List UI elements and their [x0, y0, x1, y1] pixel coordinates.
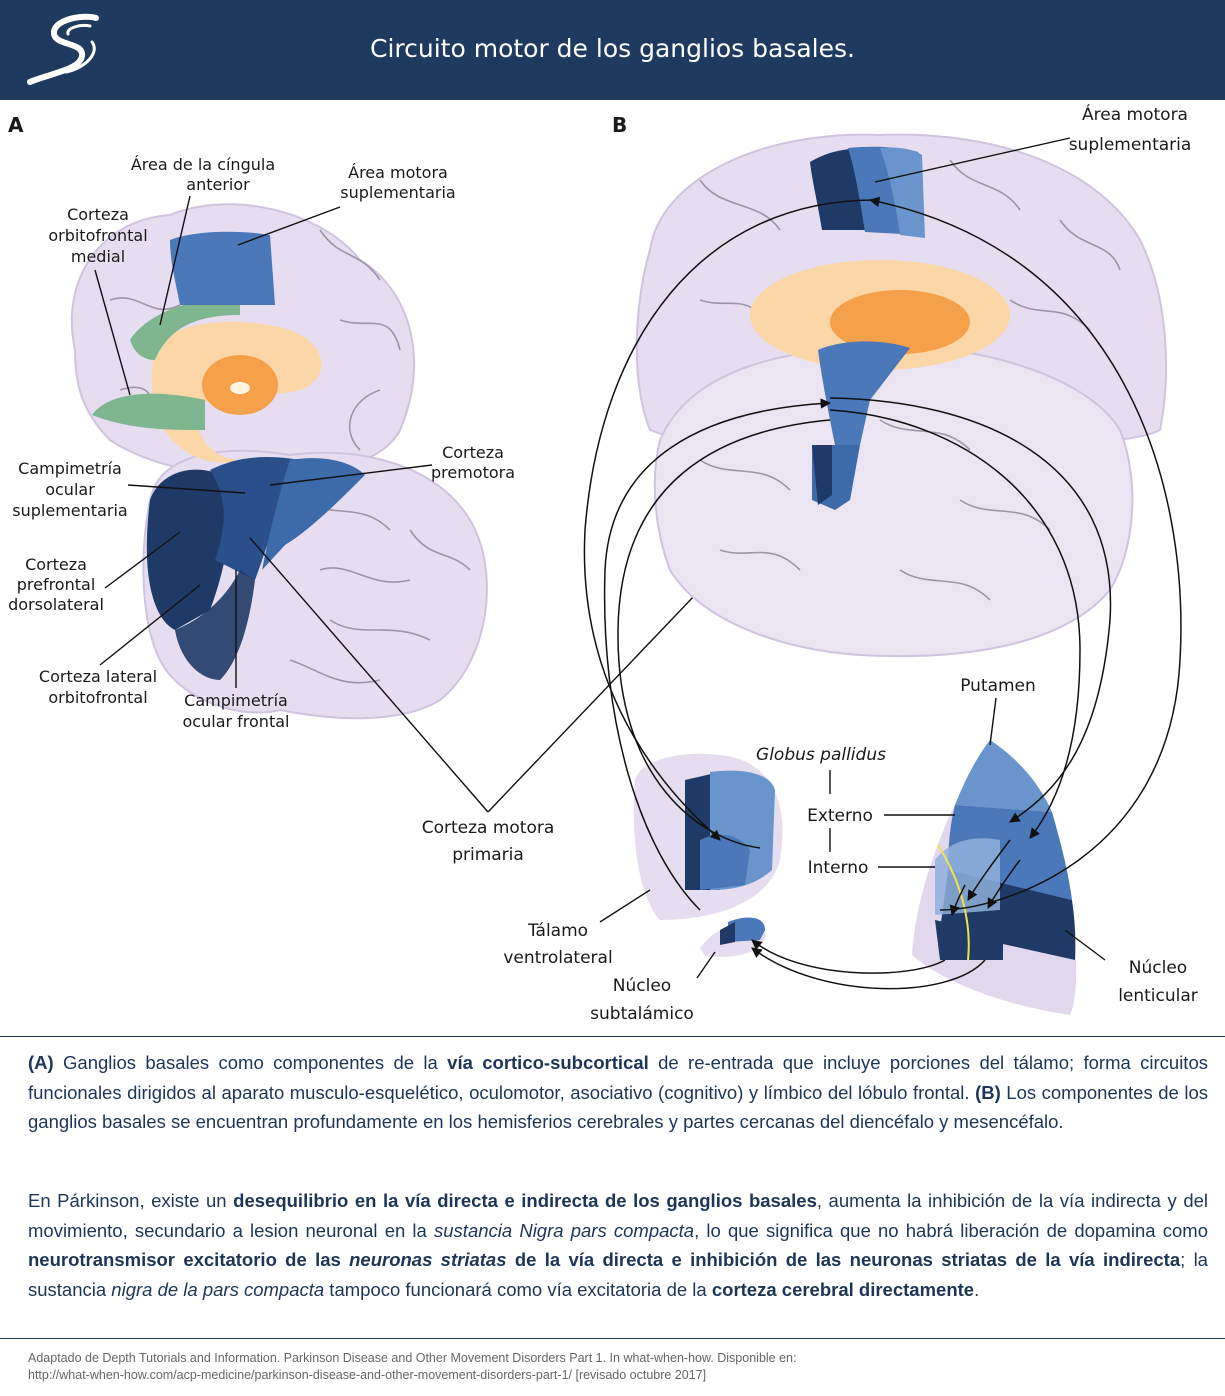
caption-paragraph-2: En Párkinson, existe un desequilibrio en… [28, 1186, 1208, 1304]
label-sma-b-2: suplementaria [1069, 135, 1192, 155]
caption-text: En Párkinson, existe un [28, 1190, 234, 1211]
caption-text: . [974, 1278, 980, 1300]
panel-b-letter: B [612, 113, 627, 137]
label-talamo: Tálamo [527, 921, 588, 941]
label-camp-sup-2: ocular [45, 480, 95, 499]
caption-italic: nigra de la pars compacta [111, 1278, 325, 1300]
label-cingula: Área de la cíngula [131, 155, 275, 174]
caption-text: Los componentes de los ganglios basales … [28, 1081, 1209, 1133]
caption-text: tampoco funcionará como vía excitatoria … [324, 1278, 712, 1300]
label-putamen: Putamen [960, 676, 1036, 696]
label-cingula-2: anterior [186, 175, 250, 194]
reference-line-1: Adaptado de Depth Tutorials and Informat… [28, 1351, 797, 1365]
label-globus: Globus pallidus [756, 745, 886, 765]
label-camp-front-2: ocular frontal [183, 712, 290, 731]
label-ofm: Corteza [67, 205, 129, 224]
label-sma-a: Área motora [348, 163, 448, 182]
panel-b-circuit-lines [583, 196, 1182, 990]
panel-b-labels: Área motora suplementaria Putamen Globus… [503, 103, 1197, 1024]
panel-b-brain [635, 133, 1167, 658]
caption-bold: de la vía directa e inhibición de las ne… [506, 1249, 1181, 1270]
caption-text: Ganglios basales como componentes de la [53, 1052, 448, 1073]
caption-b-marker: (B) [975, 1081, 1001, 1103]
caption-text: ; la sustancia [28, 1249, 1208, 1300]
caption-text: , aumenta la inhibición de la vía indire… [28, 1190, 1209, 1241]
page-title: Circuito motor de los ganglios basales. [370, 34, 855, 63]
panel-a-brain [70, 203, 488, 720]
label-nst-2: subtalámico [590, 1004, 694, 1024]
label-dlpfc-2: prefrontal [17, 575, 96, 594]
label-premotor-2: premotora [431, 463, 515, 482]
divider-bottom [0, 1338, 1225, 1339]
caption-bold: neurotransmisor excitatorio de las [28, 1249, 350, 1270]
panel-a-labels: Área de la cíngula anterior Área motora … [8, 155, 554, 865]
header-bar: Circuito motor de los ganglios basales. [0, 0, 1225, 100]
divider-top [0, 1036, 1225, 1037]
reference-url: http://what-when-how.com/acp-medicine/pa… [28, 1368, 707, 1382]
swirl-logo-icon [27, 13, 99, 85]
caption-bold: corteza cerebral directamente [711, 1278, 975, 1300]
caption-text: de re-entrada que incluye porciones del … [28, 1052, 1208, 1103]
label-ofm-3: medial [71, 247, 125, 266]
caption-paragraph-1: (A) Ganglios basales como componentes de… [28, 1048, 1208, 1137]
label-lof-2: orbitofrontal [48, 688, 147, 707]
panel-b-basal-ganglia [633, 740, 1077, 1015]
label-m1: Corteza motora [422, 818, 555, 838]
label-ofm-2: orbitofrontal [48, 226, 147, 245]
label-sma-b: Área motora [1082, 103, 1188, 125]
caption-a-marker: (A) [28, 1052, 54, 1073]
label-nst: Núcleo [613, 976, 671, 996]
label-sma-a-2: suplementaria [340, 183, 455, 202]
caption-text: , lo que significa que no habrá liberaci… [694, 1219, 1208, 1241]
label-talamo-2: ventrolateral [503, 948, 612, 968]
label-camp-sup-3: suplementaria [12, 501, 127, 520]
label-externo: Externo [807, 806, 873, 826]
label-lof: Corteza lateral [39, 667, 157, 686]
basal-ganglia-figure: A B Área de la cíngula anterior Área mot… [8, 103, 1198, 1024]
label-dlpfc: Corteza [25, 555, 87, 574]
label-interno: Interno [808, 858, 869, 878]
caption-bold-italic: neuronas striatas [349, 1249, 507, 1270]
label-camp-front: Campimetría [184, 691, 288, 710]
label-lenticular-2: lenticular [1118, 986, 1198, 1006]
label-premotor: Corteza [442, 443, 504, 462]
label-camp-sup: Campimetría [18, 459, 122, 478]
caption-italic: sustancia Nigra pars compacta [434, 1219, 695, 1241]
label-dlpfc-3: dorsolateral [8, 595, 104, 614]
label-m1-2: primaria [452, 845, 524, 865]
reference: Adaptado de Depth Tutorials and Informat… [28, 1350, 1208, 1384]
caption-bold: vía cortico-subcortical [447, 1052, 649, 1073]
panel-b-leaders [599, 137, 1106, 979]
label-lenticular: Núcleo [1129, 958, 1187, 978]
caption-bold: desequilibrio en la vía directa e indire… [233, 1190, 817, 1211]
panel-a-letter: A [8, 113, 24, 137]
